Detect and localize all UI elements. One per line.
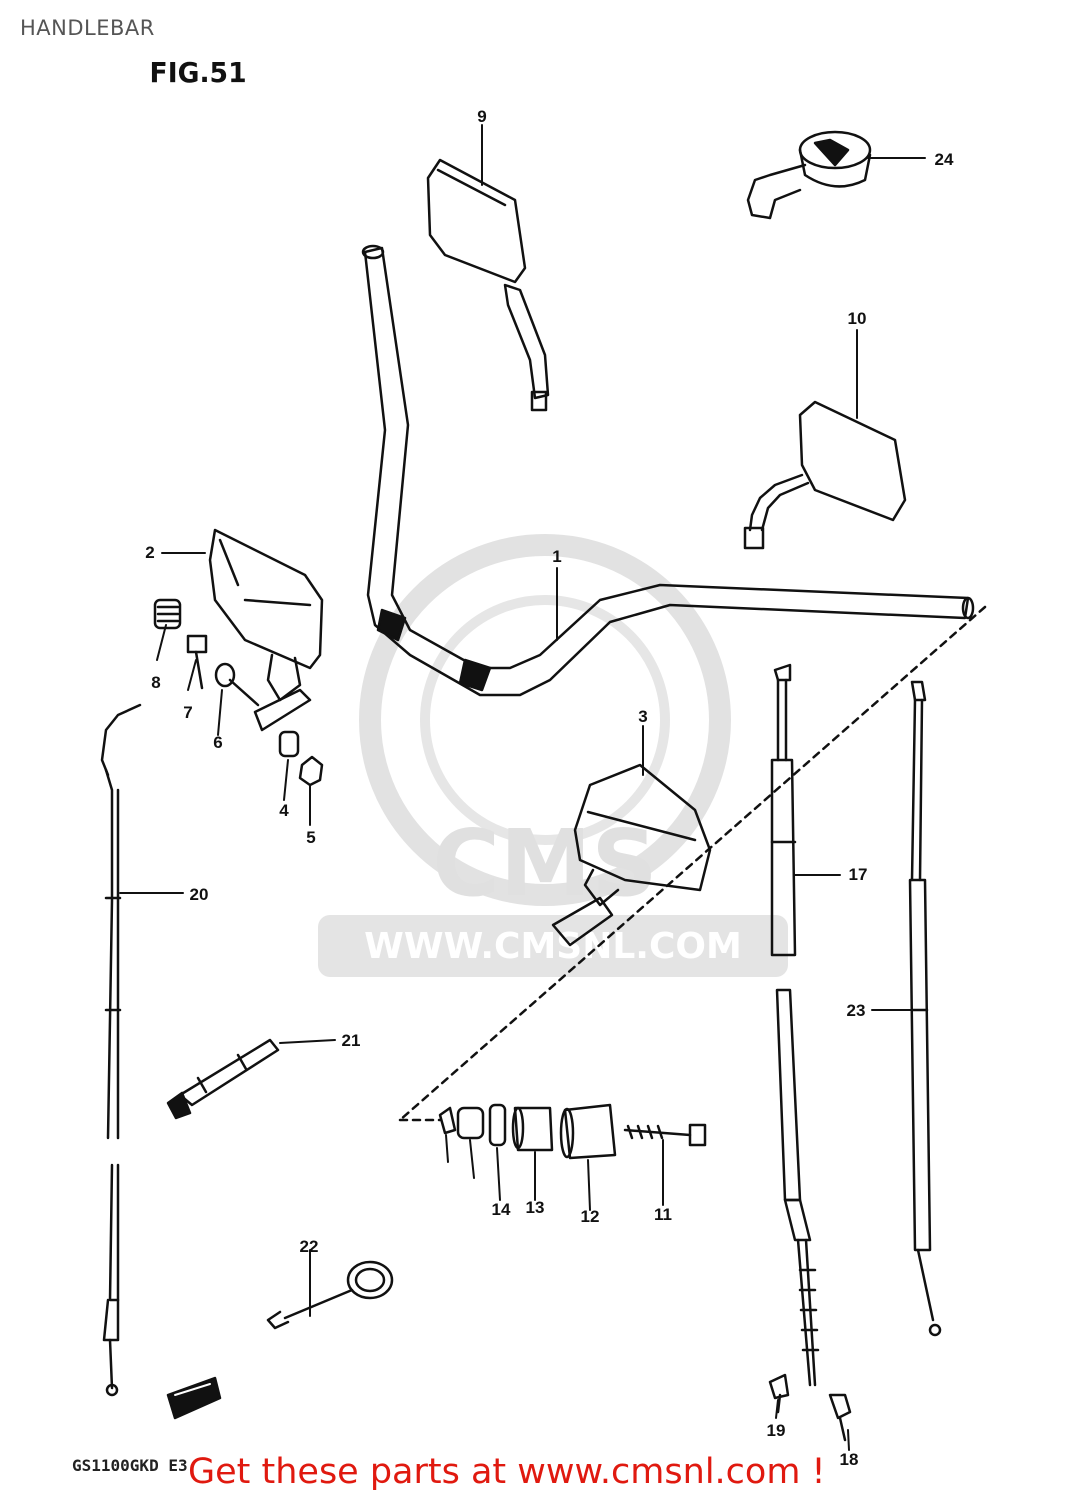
callout-20: 20	[190, 885, 209, 904]
part-8-cap	[153, 598, 182, 630]
callout-22: 22	[300, 1237, 319, 1256]
callout-23: 23	[847, 1001, 866, 1020]
callout-7: 7	[183, 703, 192, 722]
mirror-10	[743, 400, 907, 550]
callout-14: 14	[492, 1200, 511, 1219]
part-6-washer	[214, 662, 260, 707]
watermark-logo: CMS	[432, 810, 657, 917]
callout-1: 1	[552, 547, 561, 566]
part-19-bolt	[768, 1373, 790, 1414]
cable-20	[100, 703, 142, 1397]
part-22-clip	[266, 1260, 394, 1330]
callout-8: 8	[151, 673, 160, 692]
parts-11-14	[438, 1103, 707, 1160]
front-arrow-icon	[166, 1376, 222, 1420]
callout-13: 13	[526, 1198, 545, 1217]
callout-19: 19	[767, 1421, 786, 1440]
callout-2: 2	[145, 543, 154, 562]
figure-label: FIG.51	[149, 56, 247, 89]
mirror-9	[426, 158, 550, 412]
cable-23	[908, 680, 942, 1337]
mirror-2	[208, 528, 324, 732]
watermark-url: WWW.CMSNL.COM	[364, 926, 742, 967]
callout-18: 18	[840, 1450, 859, 1469]
part-4-spacer	[278, 730, 300, 758]
callout-10: 10	[848, 309, 867, 328]
callout-5: 5	[306, 828, 315, 847]
watermark: CMS WWW.CMSNL.COM	[318, 534, 788, 977]
callout-24: 24	[935, 150, 954, 169]
callout-11: 11	[654, 1205, 672, 1224]
model-code: GS1100GKD E3	[72, 1456, 188, 1475]
part-5-nut	[298, 755, 324, 787]
mirror-3	[551, 763, 712, 947]
part-21	[166, 1038, 280, 1120]
callout-17: 17	[849, 865, 868, 884]
callout-4: 4	[279, 801, 289, 820]
cable-17	[770, 663, 820, 1387]
part-18-clip	[828, 1393, 852, 1442]
callout-9: 9	[477, 107, 486, 126]
callout-6: 6	[213, 733, 222, 752]
callout-3: 3	[638, 707, 647, 726]
callout-21: 21	[342, 1031, 361, 1050]
section-title: HANDLEBAR	[20, 16, 155, 40]
adapter-24	[746, 130, 872, 220]
promo-link[interactable]: Get these parts at www.cmsnl.com !	[188, 1452, 826, 1492]
part-7-bolt	[186, 634, 208, 690]
handlebar-part	[361, 244, 975, 697]
callout-12: 12	[581, 1207, 600, 1226]
